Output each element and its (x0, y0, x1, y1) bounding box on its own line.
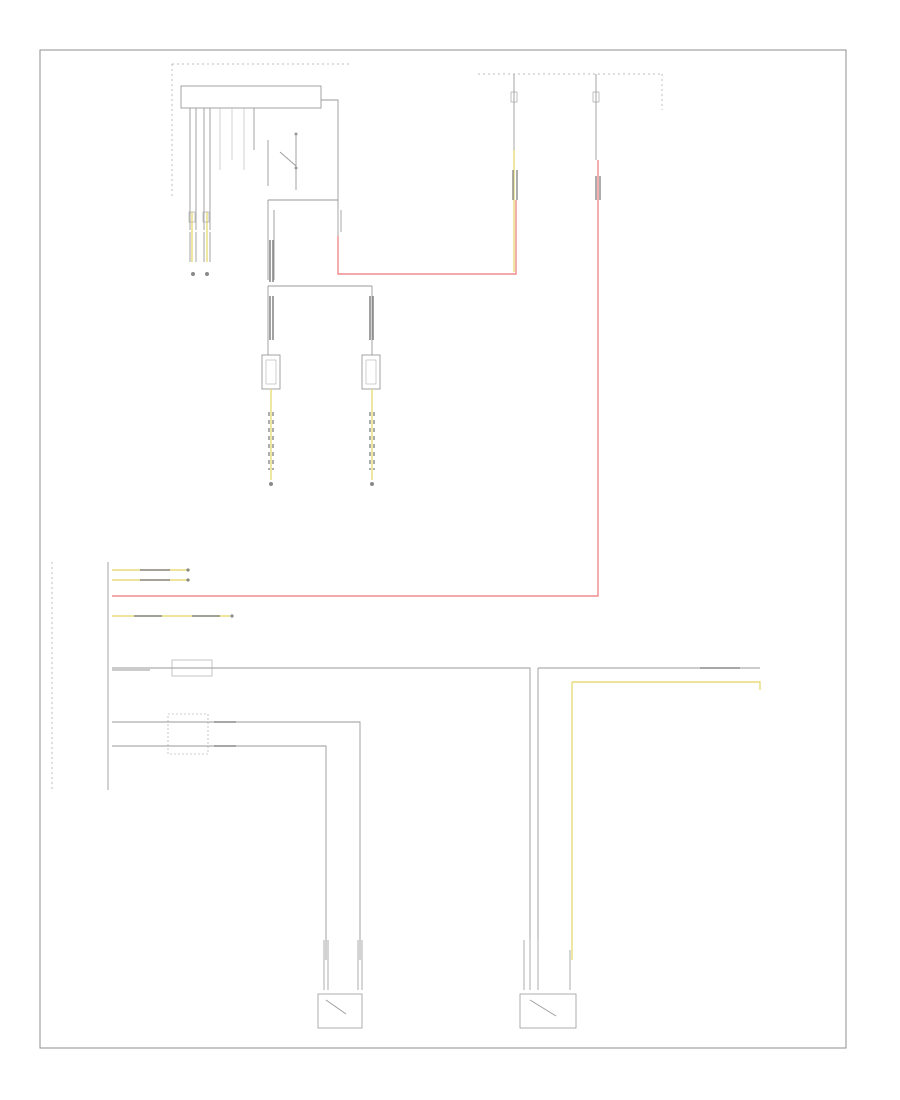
sensor-wiring (267, 199, 374, 355)
left-module (51, 562, 531, 960)
bottom-switch-right (519, 940, 577, 1029)
fuse-box-right (592, 74, 663, 160)
fuse-box-left (478, 73, 660, 150)
connector-top-left (188, 211, 211, 276)
sensor-left (261, 354, 281, 486)
sensor-right (361, 354, 381, 486)
diagram-frame (39, 49, 847, 1049)
power-wire-a (337, 200, 517, 275)
power-wire-b (112, 160, 599, 597)
right-module (537, 667, 761, 960)
bottom-switch-left (317, 940, 363, 1029)
control-unit-top (171, 63, 350, 230)
